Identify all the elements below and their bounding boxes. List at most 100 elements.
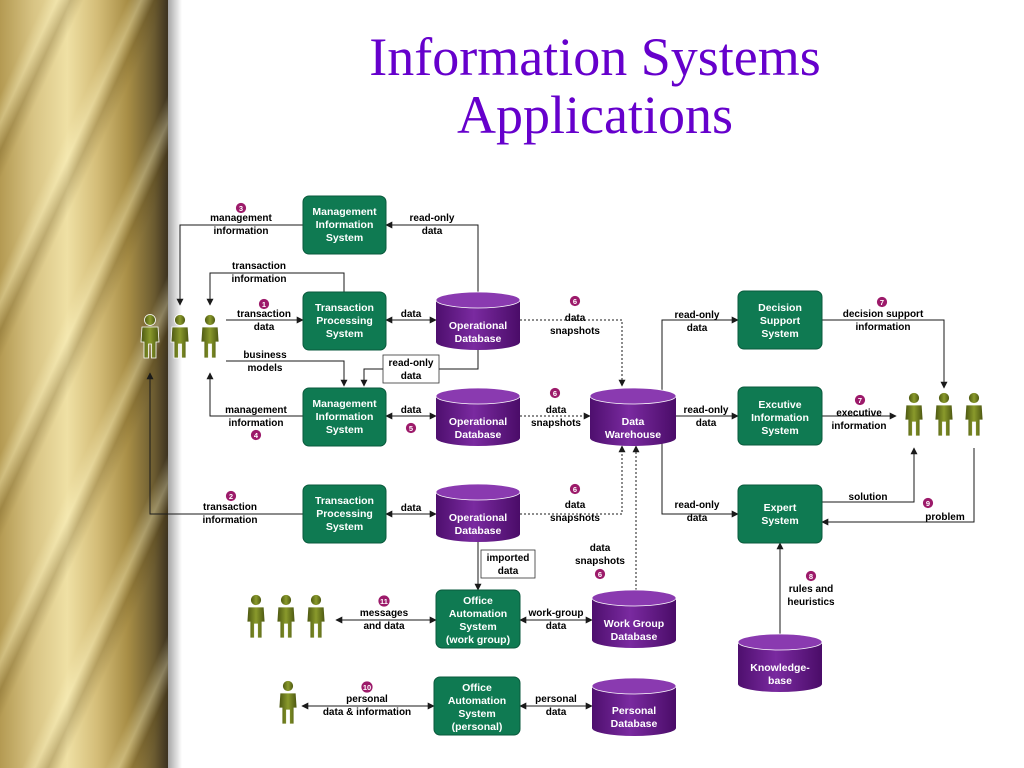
svg-text:6: 6 xyxy=(573,297,577,306)
svg-text:Database: Database xyxy=(611,718,658,730)
readonly-label-box xyxy=(382,354,440,384)
svg-text:7: 7 xyxy=(858,396,862,405)
tps-top-box: Transaction Processing System xyxy=(302,291,387,351)
title-line-2: Applications xyxy=(457,85,733,145)
svg-text:information: information xyxy=(214,226,269,237)
svg-text:heuristics: heuristics xyxy=(787,597,835,608)
svg-text:information: information xyxy=(832,421,887,432)
label-snapshots-1: data xyxy=(565,313,586,324)
svg-text:Personal: Personal xyxy=(612,705,656,717)
svg-text:Data: Data xyxy=(622,416,645,428)
svg-text:Information: Information xyxy=(751,412,809,424)
person-icon xyxy=(278,680,298,725)
svg-text:information: information xyxy=(229,418,284,429)
svg-text:Transaction: Transaction xyxy=(315,495,374,507)
label-transaction-info-top: transaction xyxy=(232,261,286,272)
svg-text:2: 2 xyxy=(229,492,233,501)
svg-text:System: System xyxy=(459,621,496,633)
badge-6a: 6 xyxy=(569,295,581,307)
label-personal-data: personal xyxy=(535,694,577,705)
mis-top-box: Management Information System xyxy=(302,195,387,255)
mis-middle-box: Management Information System xyxy=(302,387,387,447)
svg-text:data: data xyxy=(422,226,443,237)
svg-text:data: data xyxy=(546,621,567,632)
page-title: Information Systems Applications xyxy=(200,28,990,144)
label-snapshots-2: data xyxy=(546,405,567,416)
svg-text:Management: Management xyxy=(312,206,377,218)
svg-text:7: 7 xyxy=(880,298,884,307)
svg-text:System: System xyxy=(326,521,363,533)
label-imported-data: imported xyxy=(487,553,530,564)
label-data-2: data xyxy=(401,405,422,416)
label-workgroup-data: work-group xyxy=(528,608,584,619)
label-solution: solution xyxy=(849,492,888,503)
svg-text:System: System xyxy=(761,515,798,527)
label-problem: problem xyxy=(925,512,965,523)
svg-text:4: 4 xyxy=(254,431,259,440)
eis-box: Excutive Information System xyxy=(737,386,823,446)
badge-8: 8 xyxy=(805,570,817,582)
data-warehouse: Data Warehouse xyxy=(589,387,677,446)
svg-text:snapshots: snapshots xyxy=(531,418,581,429)
label-readonly-eis: read-only xyxy=(683,405,728,416)
label-dss-info: decision support xyxy=(843,309,924,320)
svg-text:and data: and data xyxy=(363,621,405,632)
svg-text:11: 11 xyxy=(380,597,388,606)
label-snapshots-3: data xyxy=(565,500,586,511)
label-management-info-mid: management xyxy=(225,405,287,416)
label-executive-info: executive xyxy=(836,408,882,419)
svg-text:Support: Support xyxy=(760,315,801,327)
svg-text:Expert: Expert xyxy=(764,502,797,514)
label-transaction-data: transaction xyxy=(237,309,291,320)
svg-text:Operational: Operational xyxy=(449,512,507,524)
label-rules: rules and xyxy=(789,584,833,595)
label-personal-info: personal xyxy=(346,694,388,705)
svg-text:1: 1 xyxy=(262,300,266,309)
svg-text:Operational: Operational xyxy=(449,320,507,332)
badge-9: 9 xyxy=(922,497,934,509)
oas-workgroup-box: Office Automation System (work group) xyxy=(435,589,521,649)
svg-text:Database: Database xyxy=(455,333,502,345)
badge-6b: 6 xyxy=(549,387,561,399)
label-readonly-expert: read-only xyxy=(674,500,719,511)
title-line-1: Information Systems xyxy=(369,27,821,87)
svg-text:data & information: data & information xyxy=(323,707,411,718)
svg-text:9: 9 xyxy=(926,499,930,508)
svg-text:Transaction: Transaction xyxy=(315,302,374,314)
svg-text:snapshots: snapshots xyxy=(575,556,625,567)
label-business-models: business xyxy=(243,350,287,361)
expert-system-box: Expert System xyxy=(737,484,823,544)
svg-text:Processing: Processing xyxy=(316,508,373,520)
stripe-shadow xyxy=(168,0,182,768)
label-management-info-top: management xyxy=(210,213,272,224)
badge-7a: 7 xyxy=(876,296,888,308)
svg-text:Management: Management xyxy=(312,398,377,410)
badge-11: 11 xyxy=(377,594,391,608)
operational-database-1: Operational Database xyxy=(435,291,521,350)
badge-3: 3 xyxy=(235,202,247,214)
svg-text:Processing: Processing xyxy=(316,315,373,327)
svg-text:Database: Database xyxy=(455,525,502,537)
dss-box: Decision Support System xyxy=(737,290,823,350)
svg-text:Office: Office xyxy=(463,595,493,607)
personal-database: Personal Database xyxy=(591,677,677,736)
badge-7b: 7 xyxy=(854,394,866,406)
person-group-icon xyxy=(246,594,326,639)
svg-text:Database: Database xyxy=(611,631,658,643)
svg-text:System: System xyxy=(761,425,798,437)
svg-text:6: 6 xyxy=(553,389,557,398)
svg-text:Knowledge-: Knowledge- xyxy=(750,662,810,674)
label-readonly-dss: read-only xyxy=(674,310,719,321)
svg-text:information: information xyxy=(856,322,911,333)
svg-text:snapshots: snapshots xyxy=(550,513,600,524)
svg-text:Office: Office xyxy=(462,682,492,694)
tps-bottom-box: Transaction Processing System xyxy=(302,484,387,544)
svg-text:data: data xyxy=(687,513,708,524)
svg-text:Database: Database xyxy=(455,429,502,441)
oas-personal-box: Office Automation System (personal) xyxy=(433,676,521,736)
operational-database-2: Operational Database xyxy=(435,387,521,446)
svg-text:System: System xyxy=(326,328,363,340)
svg-text:models: models xyxy=(247,363,282,374)
imported-label-box xyxy=(480,549,536,579)
badge-2: 2 xyxy=(225,490,237,502)
